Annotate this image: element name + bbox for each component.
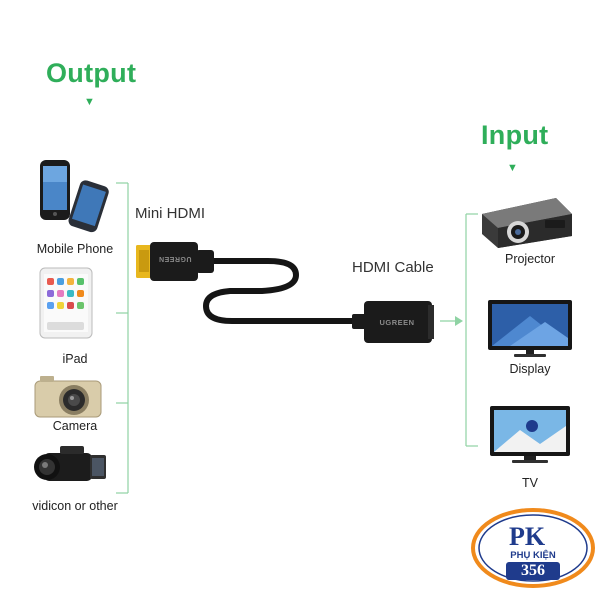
device-label-camera: Camera — [52, 419, 98, 433]
monitor-icon — [488, 300, 572, 357]
device-label-display: Display — [509, 362, 551, 376]
device-label-tv: TV — [522, 476, 538, 490]
logo-number: 356 — [506, 562, 560, 580]
mini-hdmi-connector — [150, 242, 198, 281]
device-label-vidicon: vidicon or other — [32, 499, 118, 513]
input-bracket — [440, 213, 478, 447]
output-caret-icon: ▼ — [84, 96, 95, 108]
projector-icon — [482, 198, 572, 248]
female-connector-brand-text: UGREEN — [379, 318, 415, 327]
arrow-to-input-icon — [455, 316, 463, 326]
input-heading: Input — [481, 120, 549, 150]
hdmi-cable — [136, 242, 434, 343]
output-bracket — [116, 182, 129, 494]
hdmi-cable-label: HDMI Cable — [352, 259, 434, 276]
tablet-icon — [39, 267, 93, 339]
mini-hdmi-label: Mini HDMI — [135, 205, 205, 222]
mini-connector-brand-text: UGREEN — [158, 255, 192, 262]
smartphones-icon — [40, 160, 109, 233]
logo-name: PHỤ KIỆN — [510, 550, 556, 561]
brand-logo — [471, 508, 595, 588]
camcorder-icon — [34, 446, 106, 481]
device-label-ipad: iPad — [62, 352, 88, 366]
logo-initials: PK — [509, 522, 546, 551]
camera-icon — [34, 376, 102, 418]
device-label-projector: Projector — [504, 252, 556, 266]
device-label-mobile-phone: Mobile Phone — [36, 242, 114, 256]
input-caret-icon: ▼ — [507, 162, 518, 174]
hdmi-female-connector — [364, 301, 432, 343]
tv-icon — [490, 406, 570, 463]
output-heading: Output — [46, 58, 137, 88]
